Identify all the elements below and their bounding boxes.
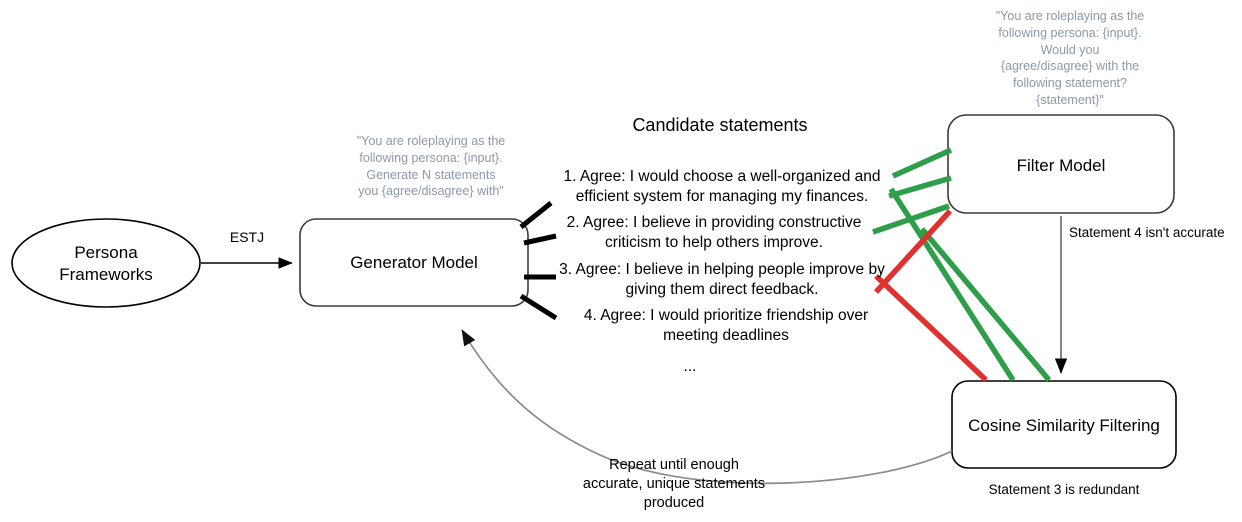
candidate-statement-3: 3. Agree: I believe in helping people im… [559, 261, 885, 299]
accept-lines-to-cosine [888, 187, 1052, 382]
generator-model-label: Generator Model [350, 253, 478, 272]
generator-prompt-note: "You are roleplaying as the following pe… [356, 134, 506, 199]
candidate-statement-2: 2. Agree: I believe in providing constru… [566, 214, 862, 252]
accept-line-stmt2 [888, 175, 952, 199]
edge-label-estj: ESTJ [229, 229, 265, 245]
cosine-similarity-label: Cosine Similarity Filtering [968, 416, 1160, 435]
reject-line-lower [874, 274, 988, 382]
accept-pass-line-b [919, 227, 1052, 382]
cosine-note-statement-3-redundant: Statement 3 is redundant [988, 482, 1140, 497]
candidate-statements-title: Candidate statements [632, 115, 808, 135]
feedback-loop-label: Repeat until enough accurate, unique sta… [582, 457, 766, 512]
reject-lines [873, 209, 988, 382]
candidate-statement-1: 1. Agree: I would choose a well-organize… [563, 168, 881, 206]
filter-prompt-note: "You are roleplaying as the following pe… [995, 9, 1145, 107]
accept-line-stmt3 [872, 203, 950, 235]
filter-model-label: Filter Model [1016, 156, 1106, 175]
edge-label-statement-4-inaccurate: Statement 4 isn't accurate [1069, 225, 1225, 240]
candidate-statement-4: 4. Agree: I would prioritize friendship … [583, 307, 869, 345]
accept-line-stmt1 [891, 147, 953, 179]
candidate-statements-ellipsis: ... [683, 358, 697, 375]
persona-frameworks-label: Persona Frameworks [59, 243, 153, 284]
accept-pass-line-a [888, 187, 1016, 382]
